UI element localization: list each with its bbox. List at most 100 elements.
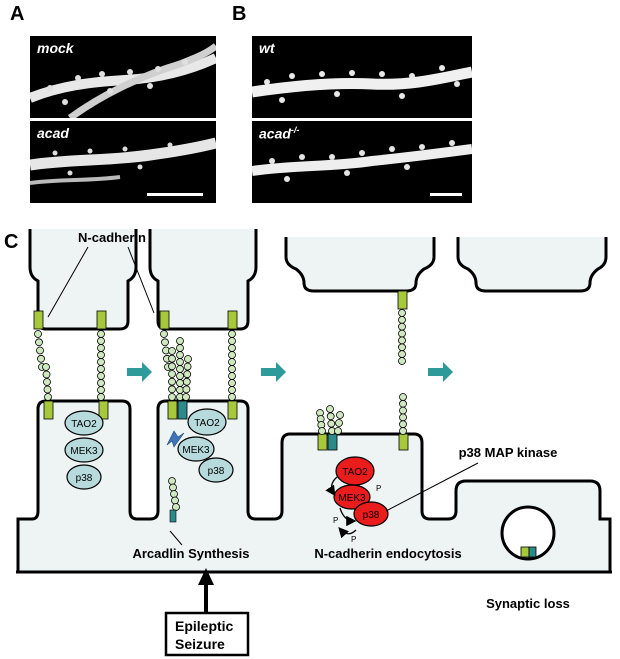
panel-label-b: B [232,3,247,25]
label-wt: wt [259,40,275,56]
cadherin-bead [171,496,179,505]
cadherin-stage1 [33,310,109,420]
cadherin-bead [228,337,236,345]
cadherin-bead [184,355,192,363]
cadherin-bead [97,386,105,394]
cadherin-bead [398,357,406,365]
p38-map-kinase-label: p38 MAP kinase [459,445,558,460]
dendrite-image [30,137,216,185]
cadherin-bead [399,413,407,422]
cadherin-bead [182,385,191,394]
cadherin-bead [327,419,336,428]
kinase-label: MEK3 [70,446,98,457]
endocytic-vesicle [500,505,556,561]
cadherin-bead [168,377,176,386]
kinase-mek3-active [333,484,371,510]
cadherin-bead [97,337,105,345]
stage-arrow [127,362,152,382]
cadherin-bead [398,316,406,324]
scale-bar [147,193,203,196]
mechanism-diagram: N-cadherin TAO2 MEK3 p38 TAO2 [16,229,612,657]
cadherin-bead [176,365,184,373]
label-acad-knockout: acad-/- [259,125,300,142]
stage-arrow [428,362,453,382]
cadherin-bead [182,377,191,386]
phospho-label: P [333,516,338,525]
cadherin-bead [176,379,184,387]
kinase-label: p38 [363,510,380,521]
presynaptic-terminal [284,237,436,293]
dendrite-image [30,43,216,118]
arcadlin-pointer [169,530,183,546]
cadherin-bead [44,393,52,401]
kinase-label: p38 [208,466,225,477]
cadherin-bead [168,370,176,378]
ncadherin-endocytosis-label: N-cadherin endocytosis [314,546,461,561]
cadherin-bead [169,483,177,492]
cadherin-bead [228,379,236,387]
cadherin-bead [398,329,406,338]
kinase-p38-active [353,501,389,527]
cadherin-bead [228,344,236,352]
cadherin-bead [183,370,192,379]
dendrite-shaft [16,399,612,574]
cadherin-bead [172,503,180,511]
cadherin-bead [399,420,407,429]
cadherin-bead [336,411,344,419]
cadherin-bead [168,393,176,401]
seizure-box [164,611,250,657]
micrograph-mock: mock [30,36,216,118]
cadherin-bead [35,338,43,347]
cadherin-bead [37,354,45,363]
cadherin-bead [43,385,52,394]
cadherin-bead [97,393,105,401]
cadherin-bead [228,351,236,359]
kinase-tao2 [64,410,104,436]
p38-pointer [385,462,479,512]
label-mock: mock [37,40,74,56]
cadherin-bead [399,399,407,408]
cadherin-bead [42,363,50,371]
seizure-label: Epileptic [175,618,234,634]
cadherin-bead [97,330,105,338]
cadherin-bead [168,354,176,363]
cadherin-bead [97,379,105,387]
presynaptic-terminal [456,237,608,293]
arcadlin-synthesis-label: Arcadlin Synthesis [132,546,249,561]
cadherin-bead [176,344,184,352]
cadherin-bead [228,358,236,366]
cadherin-bead [398,350,406,358]
cadherin-bead [168,385,176,394]
panel-label-a: A [10,3,25,25]
kinase-tao2 [187,408,227,436]
cadherin-bead [36,346,44,355]
phospho-label: P [376,484,381,493]
cadherin-bead [176,372,184,380]
cadherin-bead [326,412,335,421]
seizure-label: Seizure [175,636,225,652]
cadherin-bead [176,358,184,366]
seizure-arrow [198,568,214,613]
cadherin-bead [398,309,406,317]
synaptic-loss-label: Synaptic loss [486,596,570,611]
cadherin-bead [228,393,236,401]
cadherin-bead [168,477,176,485]
cadherin-bead [42,370,51,379]
cadherin-bead [97,372,105,380]
ncadherin-pointer [127,246,155,314]
cadherin-bead [34,330,42,338]
cadherin-bead [97,344,105,352]
kinase-p38 [198,457,234,483]
cadherin-bead [176,351,184,359]
cadherin-bead [228,372,236,380]
cadherin-stage2 [159,310,238,420]
cadherin-bead [228,330,236,338]
panel-label-c: C [4,231,19,253]
cadherin-bead [398,336,406,345]
presynaptic-terminal [28,229,138,331]
cadherin-bead [399,406,407,415]
kinase-label: p38 [76,473,93,484]
kinase-label: TAO2 [342,467,368,478]
phospho-label: P [351,535,356,544]
cadherin-bead [335,419,343,427]
